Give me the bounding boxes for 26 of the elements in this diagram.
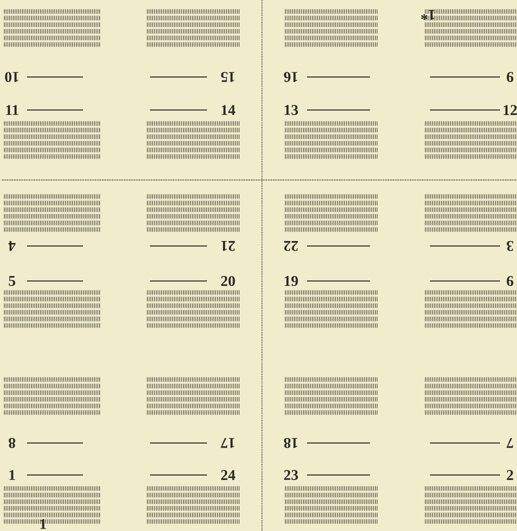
- page-number: 8: [8, 438, 16, 448]
- page-number: 10: [5, 72, 18, 82]
- page-number: 15: [221, 72, 234, 82]
- page-number: 11: [6, 105, 18, 115]
- page-number: 1: [40, 519, 46, 529]
- page-number: 6: [506, 276, 514, 286]
- page-number: 3: [506, 240, 514, 252]
- page-number: 1: [9, 470, 15, 480]
- page-number: 24: [221, 470, 236, 480]
- page-number: 1*: [421, 10, 434, 20]
- page-number: 22: [284, 241, 298, 251]
- page-number: 18: [284, 438, 298, 448]
- page-number: 16: [284, 72, 298, 82]
- page-number: 2: [506, 470, 514, 480]
- page-number: 21: [221, 241, 235, 251]
- page-number: 13: [284, 104, 298, 116]
- page-number: 19: [284, 276, 298, 286]
- page-number: 7: [506, 438, 513, 448]
- page-number: 5: [8, 276, 16, 286]
- page-number: 12: [504, 105, 517, 115]
- page-number: 17: [220, 438, 234, 448]
- page-number: 4: [8, 241, 16, 251]
- page-number: 14: [222, 105, 236, 115]
- page-number: 9: [506, 72, 514, 82]
- page-number: 20: [221, 276, 235, 286]
- page-number: 23: [284, 470, 298, 480]
